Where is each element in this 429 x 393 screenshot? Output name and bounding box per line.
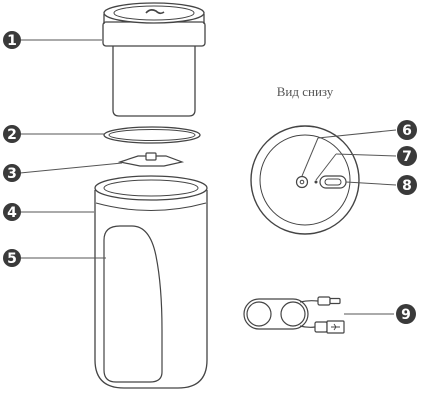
leader-line-6 [301, 137, 319, 177]
callout-2-badge: 2 [3, 125, 21, 143]
svg-text:5: 5 [7, 251, 17, 267]
svg-text:7: 7 [402, 149, 412, 165]
charging-port-graphic [319, 175, 347, 189]
callout-6-badge: 6 [397, 120, 417, 140]
callout-7-badge: 7 [397, 146, 417, 166]
leader-line-6b [317, 129, 397, 139]
svg-text:1: 1 [7, 33, 17, 49]
svg-text:6: 6 [402, 123, 412, 139]
svg-text:2: 2 [7, 127, 17, 143]
leader-line-7 [315, 153, 337, 181]
lid-illustration [102, 2, 206, 117]
bottom-view-illustration [250, 125, 360, 235]
leader-line-8 [345, 181, 397, 186]
bottom-view-label: Вид снизу [277, 84, 334, 99]
callout-5-badge: 5 [3, 249, 21, 267]
svg-text:8: 8 [402, 178, 412, 194]
indicator-light-graphic [314, 180, 318, 184]
callout-1-badge: 1 [3, 31, 21, 49]
callout-9-badge: 9 [396, 304, 416, 324]
svg-text:9: 9 [401, 307, 411, 323]
callout-3-badge: 3 [3, 164, 21, 182]
leader-lines [19, 39, 397, 315]
power-button-graphic [295, 175, 309, 189]
blade-illustration [117, 152, 185, 167]
sealing-ring-illustration [103, 126, 201, 144]
leader-line-3 [19, 162, 123, 174]
svg-text:3: 3 [7, 166, 17, 182]
callout-8-badge: 8 [397, 175, 417, 195]
sleeve-illustration [103, 225, 163, 383]
usb-cable-illustration [243, 296, 345, 334]
callout-4-badge: 4 [3, 203, 21, 221]
leader-line-7b [335, 153, 397, 157]
svg-text:4: 4 [7, 205, 17, 221]
